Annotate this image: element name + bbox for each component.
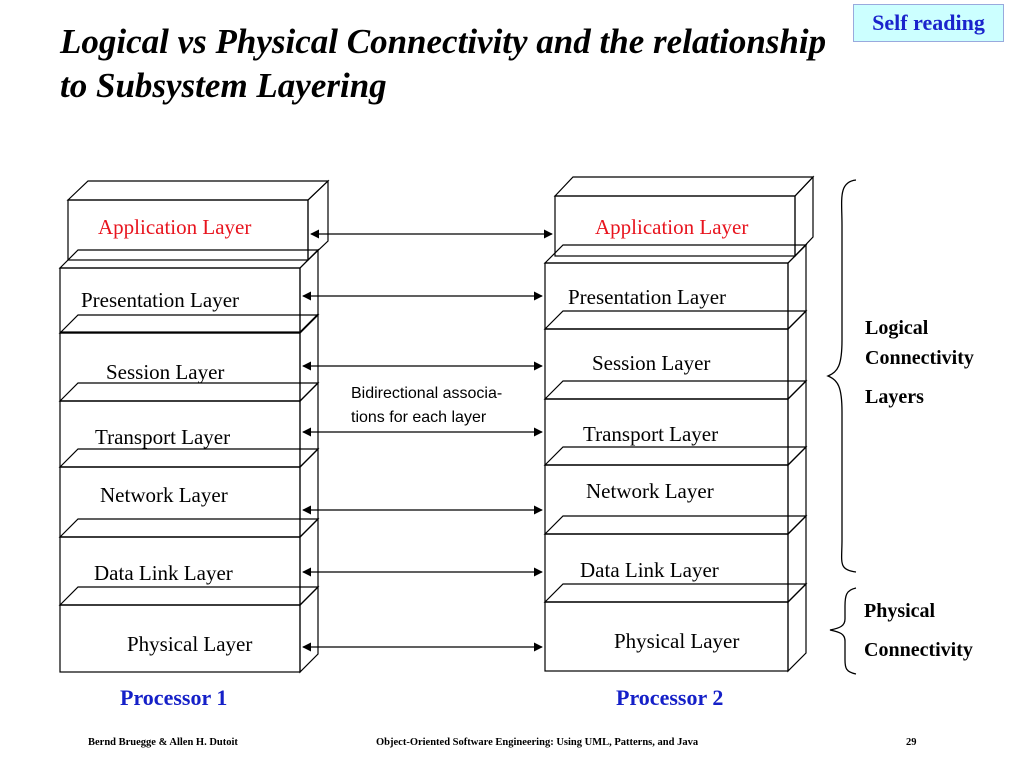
p1-physical-label: Physical Layer [127, 632, 252, 656]
p2-physical-label: Physical Layer [614, 629, 739, 653]
logical-label-line-1: Logical [865, 317, 929, 339]
p2-physical-box [543, 582, 808, 673]
self-reading-badge: Self reading [853, 4, 1004, 42]
p2-network-label: Network Layer [586, 479, 714, 503]
processor-2-stack [543, 175, 815, 673]
physical-label-line-1: Physical [864, 600, 936, 622]
physical-label-line-2: Connectivity [864, 639, 973, 661]
p1-transport-label: Transport Layer [95, 425, 230, 449]
slide-title: Logical vs Physical Connectivity and the… [60, 20, 960, 108]
processor-1-label: Processor 1 [120, 685, 227, 710]
p2-application-label: Application Layer [595, 215, 748, 239]
p1-presentation-label: Presentation Layer [81, 288, 239, 312]
p1-presentation-box [58, 248, 320, 334]
p1-session-label: Session Layer [106, 360, 224, 384]
p2-datalink-label: Data Link Layer [580, 558, 719, 582]
p2-transport-label: Transport Layer [583, 422, 718, 446]
p1-network-label: Network Layer [100, 483, 228, 507]
footer-page-number: 29 [906, 737, 917, 748]
arrow-note-line-2: tions for each layer [351, 409, 487, 426]
p1-application-label: Application Layer [98, 215, 251, 239]
physical-brace [829, 587, 857, 675]
footer-book-title: Object-Oriented Software Engineering: Us… [376, 737, 699, 748]
processor-2-label: Processor 2 [616, 685, 723, 710]
p1-physical-box [58, 585, 320, 674]
arrow-note-line-1: Bidirectional associa- [351, 385, 502, 402]
title-line-2: to Subsystem Layering [60, 66, 387, 105]
p2-session-label: Session Layer [592, 351, 710, 375]
p1-session-box [58, 313, 320, 403]
p1-datalink-label: Data Link Layer [94, 561, 233, 585]
title-line-1: Logical vs Physical Connectivity and the… [60, 22, 827, 61]
p1-application-box [66, 179, 330, 262]
logical-label-line-3: Layers [865, 386, 924, 408]
footer-authors: Bernd Bruegge & Allen H. Dutoit [88, 737, 238, 748]
p2-application-box [553, 175, 815, 258]
p2-presentation-label: Presentation Layer [568, 285, 726, 309]
processor-1-stack [58, 179, 330, 674]
logical-label-line-2: Connectivity [865, 347, 974, 369]
bidirectional-arrows [302, 229, 553, 652]
logical-brace [826, 179, 857, 573]
